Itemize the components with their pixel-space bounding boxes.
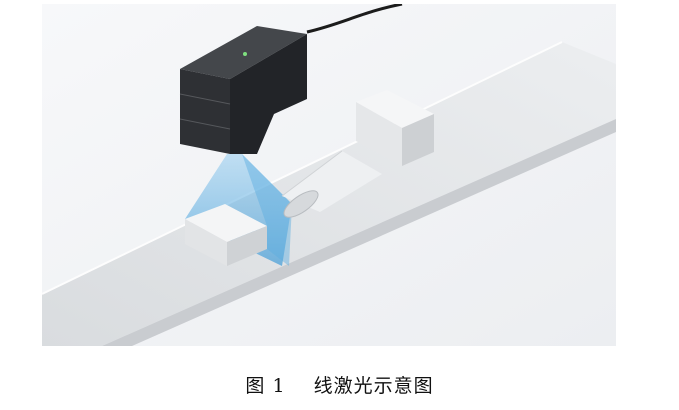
laser-plane-front xyxy=(242,154,292,266)
cylinder-object xyxy=(281,150,382,218)
box-object-1 xyxy=(185,204,267,266)
figure-title: 线激光示意图 xyxy=(313,375,434,397)
figure-caption: 图 1 线激光示意图 xyxy=(0,371,679,398)
box-object-2 xyxy=(356,90,434,166)
laser-sensor xyxy=(179,4,403,154)
line-laser-illustration xyxy=(42,4,616,346)
figure-label: 图 1 xyxy=(245,375,286,397)
